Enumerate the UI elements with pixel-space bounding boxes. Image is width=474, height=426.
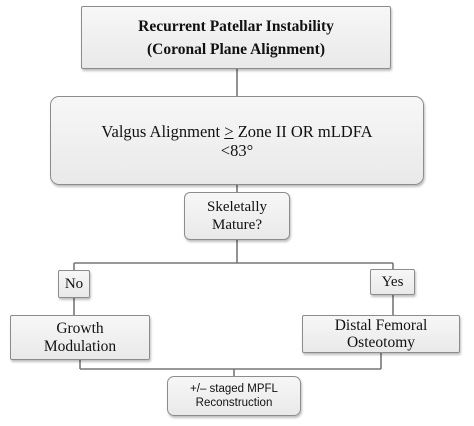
growth-line-2: Modulation (43, 337, 117, 355)
title-box: Recurrent Patellar Instability (Coronal … (81, 6, 391, 69)
growth-modulation-box: Growth Modulation (10, 315, 150, 360)
growth-line-1: Growth (56, 319, 104, 337)
final-line-2: Reconstruction (195, 397, 273, 409)
no-label: No (64, 275, 84, 292)
greater-equal-symbol: > (224, 121, 234, 141)
decision-line-2: Mature? (212, 217, 262, 233)
criteria-line-1: Valgus Alignment > Zone II OR mLDFA (101, 122, 372, 141)
criteria-line-2: <83° (220, 140, 254, 160)
final-line-1: +/– staged MPFL (190, 383, 278, 395)
yes-label: Yes (381, 273, 404, 290)
mpfl-reconstruction-box: +/– staged MPFL Reconstruction (167, 376, 301, 416)
title-line-2: (Coronal Plane Alignment) (147, 40, 325, 58)
criteria-prefix: Valgus Alignment (101, 121, 225, 141)
distal-femoral-osteotomy-box: Distal Femoral Osteotomy (302, 315, 460, 353)
decision-box: Skeletally Mature? (184, 192, 290, 240)
yes-branch-label: Yes (370, 269, 415, 295)
distal-line-2: Osteotomy (346, 334, 416, 351)
decision-line-1: Skeletally (207, 199, 267, 215)
no-branch-label: No (58, 270, 90, 298)
criteria-suffix: Zone II OR mLDFA (233, 121, 373, 141)
distal-line-1: Distal Femoral (334, 317, 428, 334)
criteria-box: Valgus Alignment > Zone II OR mLDFA <83° (50, 96, 424, 185)
title-line-1: Recurrent Patellar Instability (138, 17, 334, 35)
